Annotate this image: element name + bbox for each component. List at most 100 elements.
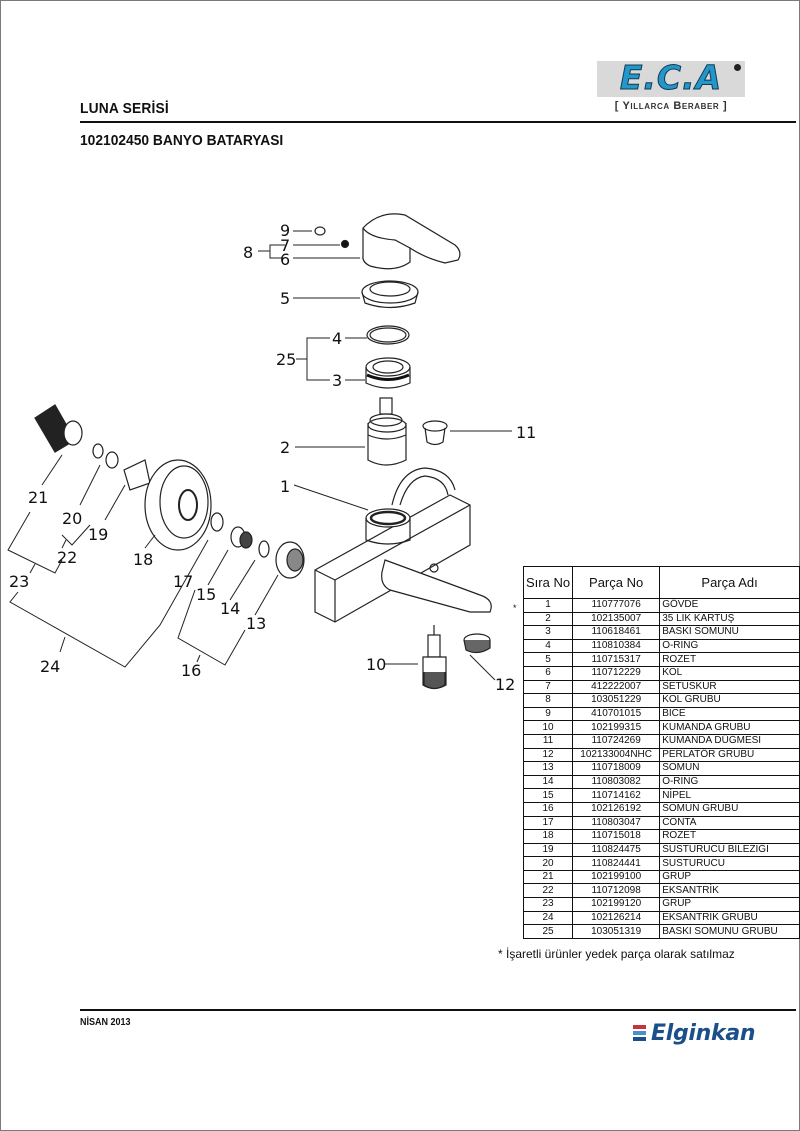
- callout-24: 24: [40, 657, 61, 676]
- row-part-name: NİPEL: [659, 788, 800, 803]
- elginkan-wordmark: Elginkan: [651, 1020, 756, 1046]
- row-part-name: SUSTURUCU BİLEZİĞİ: [659, 842, 800, 858]
- row-no: 19: [522, 842, 574, 858]
- elginkan-stripes-icon: [633, 1025, 646, 1041]
- callout-4: 4: [332, 329, 343, 348]
- callout-22: 22: [57, 548, 78, 567]
- series-title: LUNA SERİSİ: [80, 100, 169, 117]
- row-part-no: 102199100: [572, 869, 661, 885]
- row-no: 17: [522, 815, 574, 831]
- row-part-no: 102126192: [572, 801, 661, 817]
- elginkan-logo: Elginkan: [633, 1018, 756, 1048]
- callout-8: 8: [243, 243, 254, 262]
- callout-23: 23: [9, 572, 30, 591]
- row-part-name: KOL GRUBU: [659, 693, 800, 708]
- part-11-control-knob: [422, 420, 448, 446]
- row-part-no: 110718009: [572, 761, 661, 776]
- callout-1: 1: [280, 477, 291, 496]
- row-part-name: O-RİNG: [659, 638, 800, 654]
- part-17-gasket: [210, 512, 224, 532]
- row-part-no: 110824475: [572, 842, 661, 858]
- row-part-no: 102199315: [572, 720, 661, 735]
- row-no: 5: [522, 652, 574, 667]
- row-no: 15: [522, 788, 574, 803]
- row-part-name: BASKI SOMUNU: [659, 625, 800, 640]
- row-part-no: 102126214: [572, 910, 661, 926]
- row-part-name: ROZET: [659, 829, 800, 844]
- row-part-no: 110712229: [572, 665, 661, 681]
- part-20-silencer: [92, 443, 119, 469]
- header-divider: [80, 121, 796, 123]
- row-no: 23: [522, 897, 574, 912]
- callout-25: 25: [276, 350, 297, 369]
- row-part-no: 412222007: [572, 679, 661, 695]
- callout-12: 12: [495, 675, 516, 694]
- callout-15: 15: [196, 585, 217, 604]
- row-part-no: 110724269: [572, 733, 661, 749]
- header-part-name: Parça Adı: [659, 566, 800, 599]
- header-no: Sıra No: [522, 566, 574, 599]
- row-part-name: BİCE: [659, 706, 800, 722]
- row-part-name: BASKI SOMUNU GRUBU: [659, 924, 800, 939]
- row-part-name: GRUP: [659, 897, 800, 912]
- row-part-no: 103051319: [572, 924, 661, 939]
- callout-5: 5: [280, 289, 291, 308]
- row-part-no: 110714162: [572, 788, 661, 803]
- row-part-name: SOMUN: [659, 761, 800, 776]
- row-no: 3: [522, 625, 574, 640]
- row-part-name: EKSANTRİK GRUBU: [659, 910, 800, 926]
- row-part-no: 110803047: [572, 815, 661, 831]
- row-part-name: ROZET: [659, 652, 800, 667]
- row-part-name: PERLATÖR GRUBU: [659, 747, 800, 763]
- part-18-rosette: [144, 459, 212, 551]
- row-part-no: 102133004NHC: [572, 747, 661, 763]
- row-no: 12: [522, 747, 574, 763]
- row-no: 1: [522, 598, 574, 613]
- callout-18: 18: [133, 550, 154, 569]
- row-part-name: SETUSKUR: [659, 679, 800, 695]
- part-9-screw: [314, 226, 326, 236]
- publish-date: NİSAN 2013: [80, 1017, 131, 1028]
- callout-2: 2: [280, 438, 291, 457]
- footnote: * İşaretli ürünler yedek parça olarak sa…: [498, 947, 735, 961]
- row-part-no: 103051229: [572, 693, 661, 708]
- row-part-name: KUMANDA GRUBU: [659, 720, 800, 735]
- row-part-no: 110712098: [572, 883, 661, 899]
- row-part-name: EKSANTRİK: [659, 883, 800, 899]
- part-1-body: [314, 467, 492, 623]
- part-4-o-ring: [366, 325, 410, 345]
- callout-19: 19: [88, 525, 109, 544]
- part-19-silencer-ring: [123, 459, 151, 491]
- row-no: 21: [522, 869, 574, 885]
- part-13-nut: [275, 541, 305, 579]
- row-part-no: 110803082: [572, 774, 661, 790]
- callout-9: 9: [280, 221, 291, 240]
- callout-10: 10: [366, 655, 387, 674]
- row-no: 22: [522, 883, 574, 899]
- row-no: 20: [522, 856, 574, 871]
- row-no: 11: [522, 733, 574, 749]
- model-title: 102102450 BANYO BATARYASI: [80, 132, 284, 149]
- eca-logo: E.C.A: [597, 58, 745, 98]
- row-part-no: 102135007: [572, 611, 661, 627]
- leader-lines: [7, 230, 512, 681]
- callout-3: 3: [332, 371, 343, 390]
- row-part-no: 110618461: [572, 625, 661, 640]
